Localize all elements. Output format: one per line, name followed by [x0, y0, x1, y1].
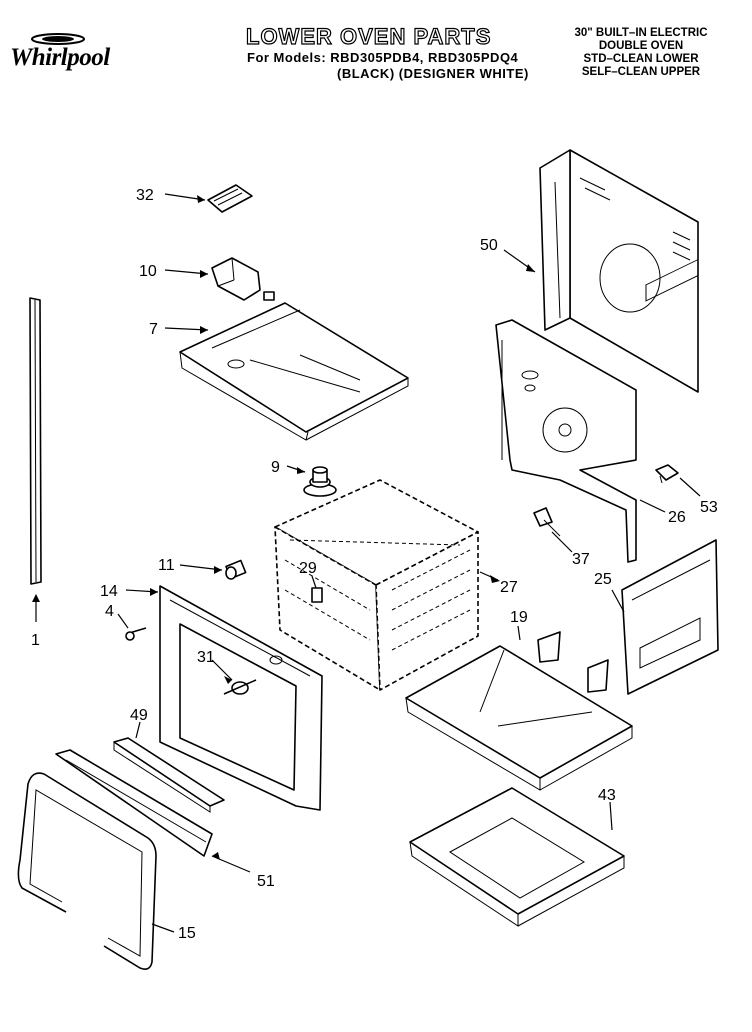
appliance-line-2: DOUBLE OVEN [598, 40, 684, 52]
part-29-element [311, 587, 323, 603]
callout-7: 7 [149, 321, 158, 338]
part-53-clip [655, 464, 679, 484]
part-14-door-frame [159, 585, 323, 811]
part-27-oven-cavity [274, 479, 479, 691]
callout-31: 31 [197, 649, 215, 666]
leader-49 [135, 721, 141, 739]
leader-15 [151, 923, 175, 933]
whirlpool-logo: Whirlpool [10, 33, 110, 72]
callout-15: 15 [178, 925, 196, 942]
part-19-oven-bottom [405, 631, 633, 791]
part-49-door-vent [113, 737, 225, 813]
appliance-line-3: STD–CLEAN LOWER [583, 53, 699, 65]
part-10-bracket [211, 257, 275, 301]
part-7-heat-shield [179, 302, 409, 441]
callout-37: 37 [572, 551, 590, 568]
part-11-light-socket [225, 559, 247, 580]
callout-27: 27 [500, 579, 518, 596]
callout-11: 11 [158, 557, 175, 574]
leader-43 [609, 801, 613, 831]
part-43-drawer-pan [409, 787, 625, 927]
callout-14: 14 [100, 583, 118, 600]
leader-arrowheads [32, 195, 535, 860]
brand-name: Whirlpool [10, 44, 110, 71]
page-title: LOWER OVEN PARTS [245, 23, 492, 49]
leader-25 [611, 589, 625, 613]
logo-swoosh-icon [31, 33, 85, 45]
callout-49: 49 [130, 707, 148, 724]
appliance-line-1: 30" BUILT–IN ELECTRIC [574, 27, 708, 39]
leader-37 [551, 531, 573, 553]
part-15-door-gasket [17, 772, 157, 970]
callout-29: 29 [299, 560, 317, 577]
leader-31 [211, 659, 233, 681]
part-1-trim-strip [29, 297, 42, 585]
leader-29 [311, 575, 317, 589]
appliance-line-4: SELF–CLEAN UPPER [581, 66, 701, 78]
part-9-thermostat [303, 466, 337, 497]
callout-1: 1 [31, 632, 40, 649]
leader-26 [639, 499, 666, 513]
callout-53: 53 [700, 499, 718, 516]
part-50-rear-panel [539, 149, 699, 393]
colors-line: (BLACK) (DESIGNER WHITE) [337, 66, 529, 81]
part-32-label-plate [207, 184, 253, 213]
part-25-side-panel [621, 258, 719, 695]
callout-51: 51 [257, 873, 275, 890]
part-51-handle-trim [55, 749, 213, 857]
leader-53 [679, 477, 701, 497]
part-31-lamp [223, 679, 257, 695]
callout-25: 25 [594, 571, 612, 588]
callout-26: 26 [668, 509, 686, 526]
callout-43: 43 [598, 787, 616, 804]
models-line: For Models: RBD305PDB4, RBD305PDQ4 [247, 50, 519, 65]
part-37-sensor [533, 507, 561, 537]
part-26-rear-bulkhead [495, 319, 637, 563]
callout-19: 19 [510, 609, 528, 626]
part-4-screw [125, 627, 147, 641]
leader-4 [117, 613, 129, 629]
callout-50: 50 [480, 237, 498, 254]
callout-9: 9 [271, 459, 280, 476]
callout-4: 4 [105, 603, 114, 620]
leader-19 [517, 625, 521, 641]
callout-32: 32 [136, 187, 154, 204]
callout-10: 10 [139, 263, 157, 280]
